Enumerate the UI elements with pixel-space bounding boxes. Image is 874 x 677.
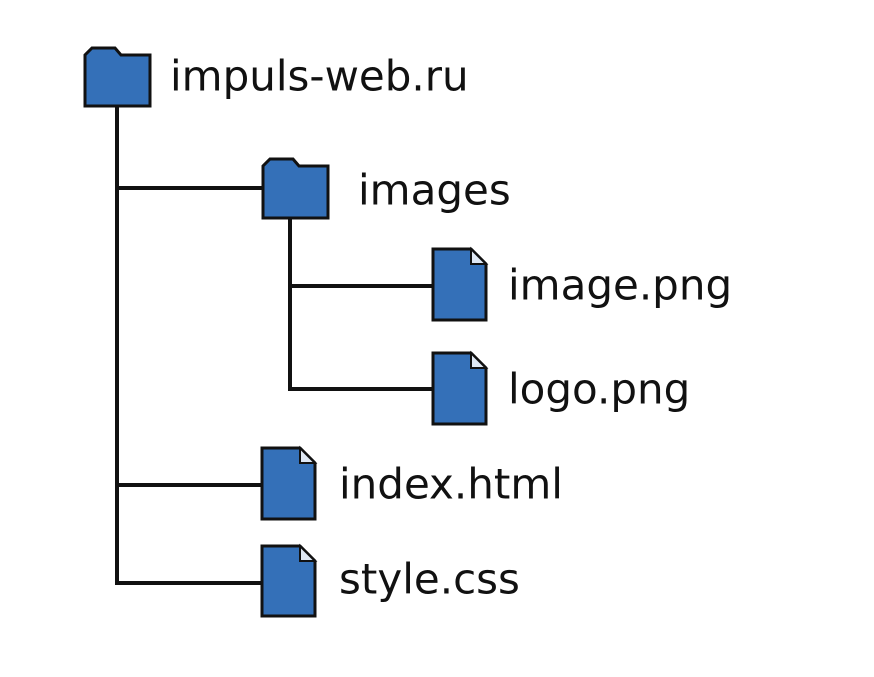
tree-node-index-html[interactable]: index.html: [260, 445, 563, 521]
tree-node-image-png[interactable]: image.png: [431, 246, 732, 322]
tree-connectors: [115, 104, 435, 585]
node-label-logo-png: logo.png: [508, 365, 690, 414]
file-icon: [260, 446, 317, 521]
node-label-images: images: [358, 166, 511, 215]
folder-icon: [83, 46, 152, 108]
node-label-root: impuls-web.ru: [170, 52, 469, 101]
node-label-style-css: style.css: [339, 555, 520, 604]
tree-node-logo-png[interactable]: logo.png: [431, 350, 690, 426]
folder-icon: [261, 157, 330, 220]
tree-node-root[interactable]: impuls-web.ru: [83, 46, 469, 108]
page-fold: [470, 350, 489, 369]
tree-node-style-css[interactable]: style.css: [260, 543, 520, 618]
node-label-index-html: index.html: [339, 460, 563, 509]
page-fold: [299, 445, 318, 464]
file-icon: [431, 247, 488, 322]
node-label-image-png: image.png: [508, 261, 732, 310]
page-fold: [299, 543, 318, 562]
tree-node-images[interactable]: images: [261, 157, 511, 220]
file-icon: [260, 544, 317, 618]
file-icon: [431, 351, 488, 426]
page-fold: [470, 246, 489, 265]
